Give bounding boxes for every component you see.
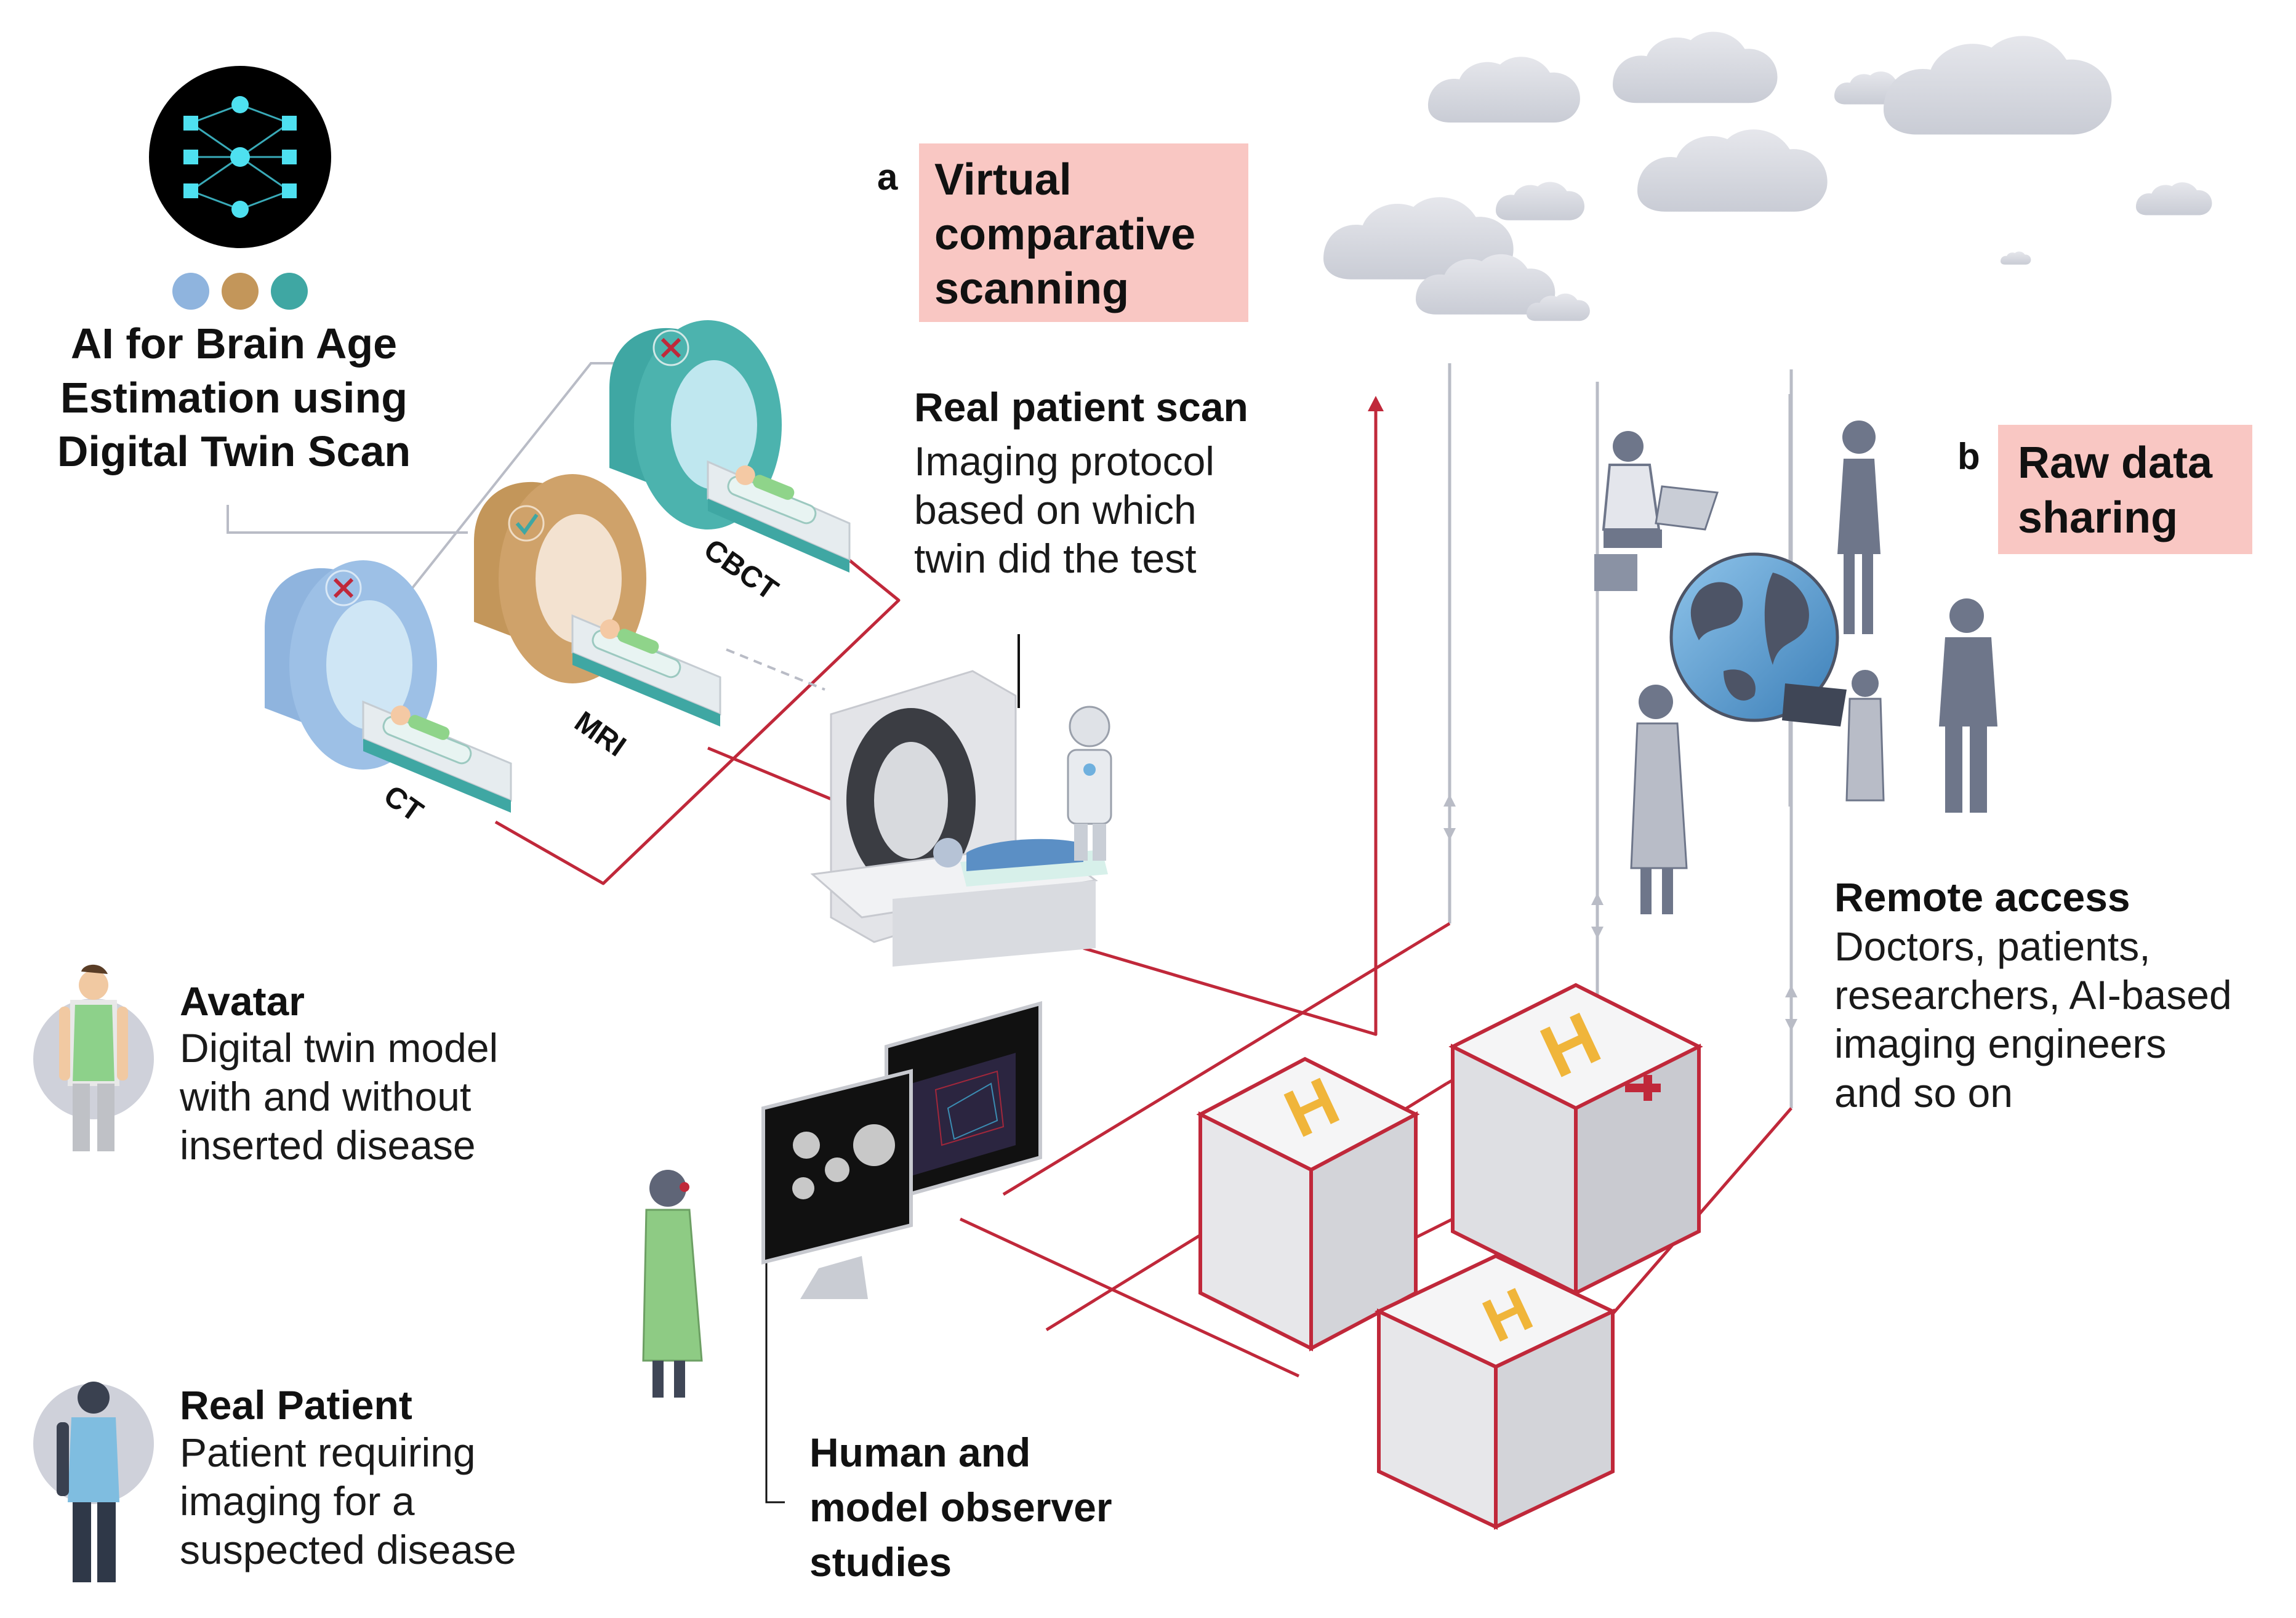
cbct-scanner (609, 320, 851, 573)
cloud-icon (2001, 251, 2031, 265)
hospital-buildings: H H H (1196, 983, 1703, 1530)
section-b-letter: b (1957, 436, 1980, 477)
observer-heading: Human and model observer studies (809, 1430, 1112, 1585)
status-x-icon (652, 329, 689, 366)
avatar-figure (33, 964, 154, 1151)
section-b-label: Raw data sharing (2018, 438, 2213, 542)
robot-icon (1067, 706, 1112, 861)
real-ct-scanner (810, 670, 1112, 967)
status-x-icon (325, 570, 362, 606)
avatar-body: Digital twin model with and without inse… (180, 1025, 499, 1169)
diagram-title: AI for Brain Age Estimation using Digita… (57, 320, 411, 475)
cloud-icon (1613, 31, 1778, 103)
scanner-label: CBCT (698, 533, 784, 607)
cloud-icon (1637, 129, 1828, 212)
real-scan-heading: Real patient scan (914, 384, 1248, 430)
observer-person (642, 1170, 703, 1398)
cloud-cluster (1323, 31, 2212, 321)
section-a-box (919, 143, 1248, 322)
section-b-box (1998, 425, 2252, 554)
mri-scanner (474, 474, 721, 726)
neural-network-icon (149, 66, 331, 248)
globe-icon (1669, 552, 1839, 722)
real-patient-body: Patient requiring imaging for a suspecte… (180, 1430, 516, 1573)
ct-scanner (265, 560, 512, 813)
cloud-icon (2136, 182, 2212, 215)
avatar-heading: Avatar (180, 978, 305, 1024)
remote-access-heading: Remote access (1834, 874, 2130, 920)
cloud-icon (1496, 182, 1585, 220)
cloud-icon (1428, 57, 1580, 123)
color-dots (172, 273, 308, 310)
section-a-label: Virtual comparative scanning (934, 155, 1196, 314)
scanner-label: CT (378, 779, 429, 829)
section-a-letter: a (877, 156, 898, 198)
scanner-label: MRI (569, 706, 632, 763)
real-patient-figure (33, 1382, 154, 1582)
remote-access-body: Doctors, patients, researchers, AI-based… (1834, 924, 2232, 1116)
remote-people (1594, 421, 1997, 914)
cloud-icon (1884, 36, 2112, 135)
status-check-icon (508, 505, 545, 542)
hospital-helipad-icon: H (1448, 983, 1703, 1296)
workstation-monitors (761, 1001, 1042, 1299)
real-scan-body: Imaging protocol based on which twin did… (914, 438, 1214, 582)
hospital-helipad-icon: H (1196, 1057, 1420, 1351)
real-patient-heading: Real Patient (180, 1382, 412, 1428)
hospital-helipad-icon: H (1374, 1254, 1618, 1530)
